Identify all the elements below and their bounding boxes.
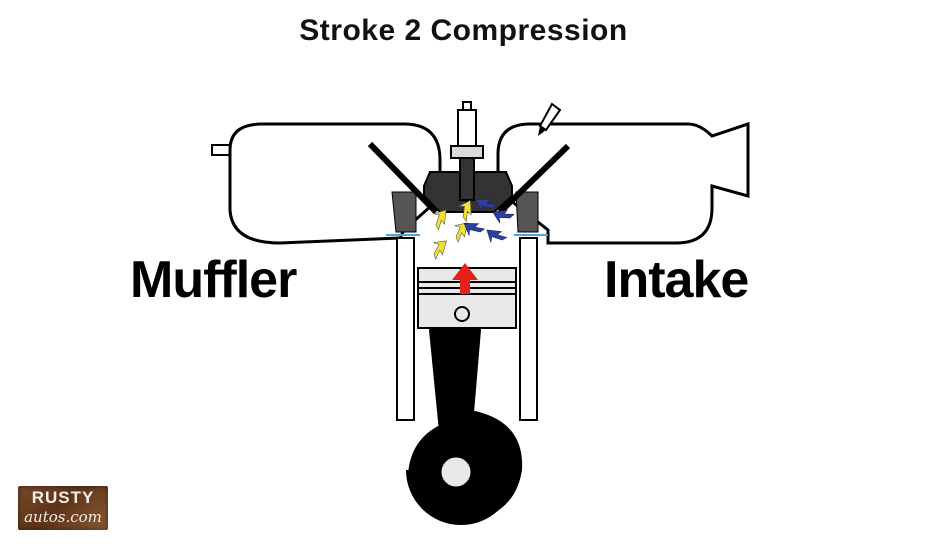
- cylinder-wall-left: [396, 237, 415, 421]
- page-title: Stroke 2 Compression: [299, 14, 628, 47]
- piston-up-arrow-icon: [452, 263, 478, 294]
- logo-line-2: autos.com: [24, 508, 102, 526]
- muffler-chamber: [228, 122, 442, 245]
- exhaust-gas-arrows: [433, 199, 472, 260]
- exhaust-valve: [367, 141, 439, 215]
- intake-valve-seat: [515, 191, 539, 233]
- muffler-label: Muffler: [130, 251, 297, 309]
- intake-label: Intake: [604, 251, 749, 309]
- fuel-injector-icon: [538, 102, 562, 136]
- logo-line-1: RUSTY: [31, 488, 95, 507]
- rusty-autos-logo: RUSTY autos.com: [18, 486, 108, 530]
- intake-valve: [497, 143, 571, 215]
- spark-plug-icon: [450, 101, 484, 206]
- intake-charge-arrows: [463, 199, 515, 243]
- crank-pin: [438, 454, 474, 490]
- wrist-pin: [454, 306, 470, 322]
- exhaust-valve-seat: [391, 191, 417, 233]
- cylinder-wall-right: [519, 237, 538, 421]
